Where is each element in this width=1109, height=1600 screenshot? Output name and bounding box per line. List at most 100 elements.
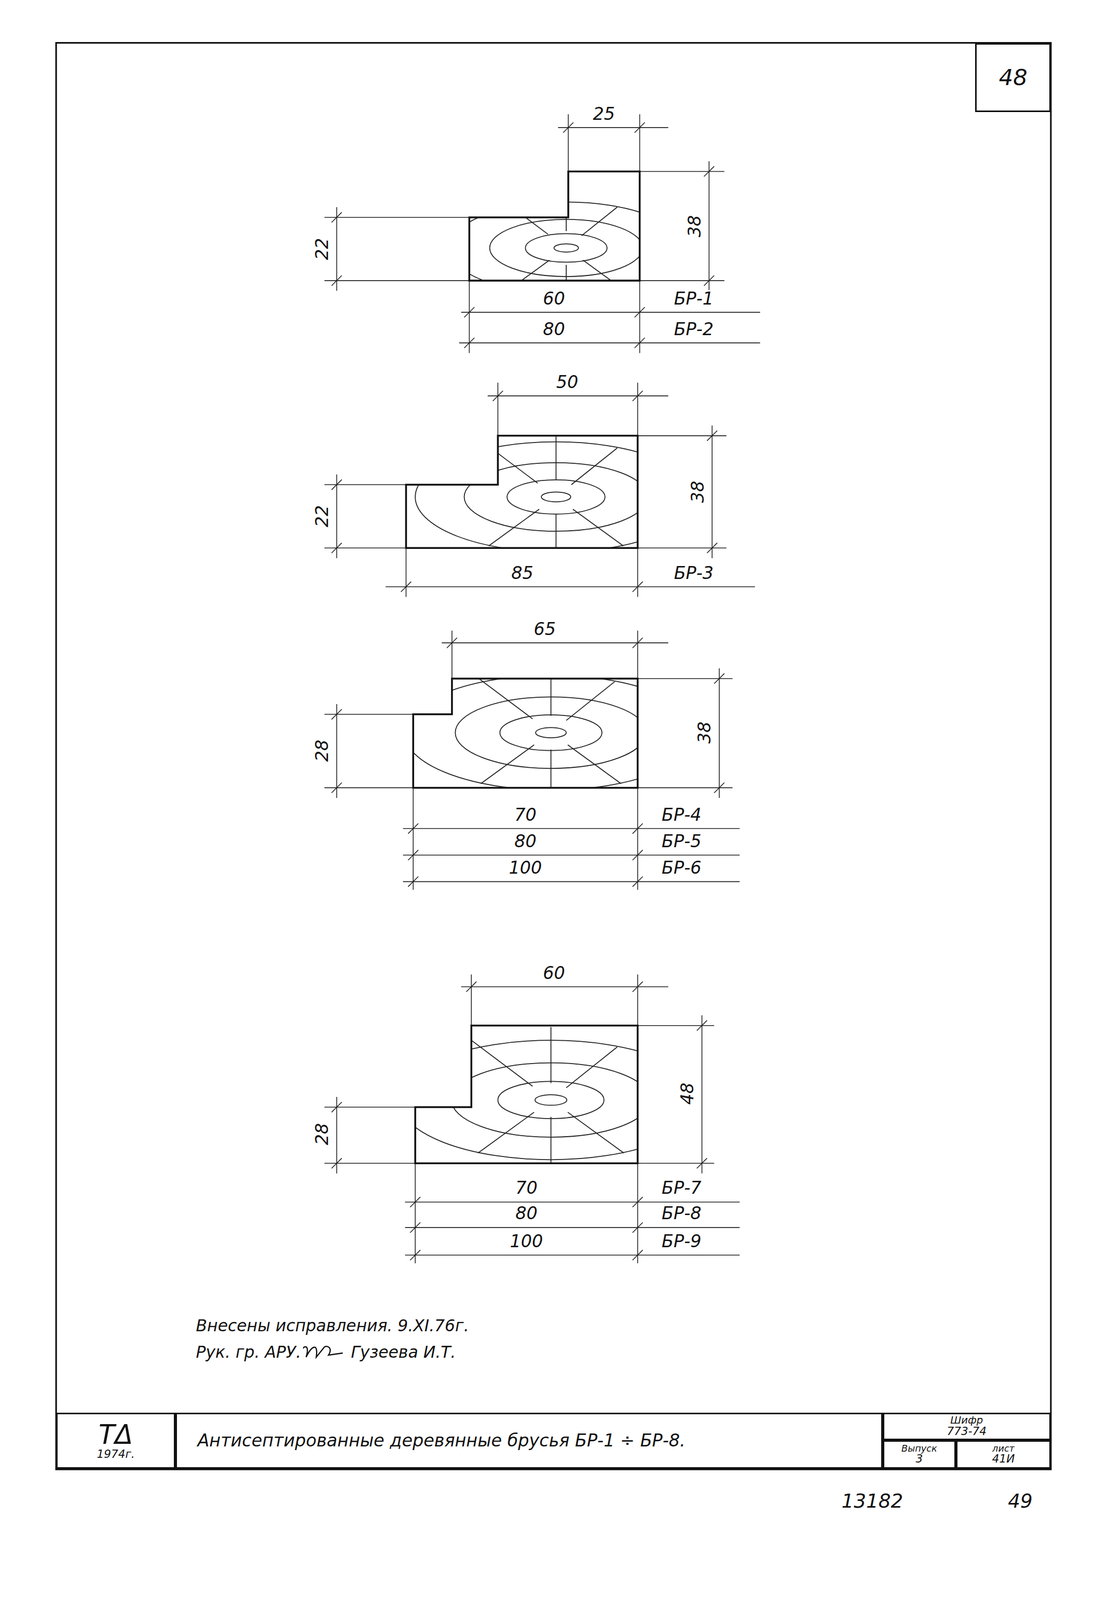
extension-line — [637, 678, 733, 680]
dimension-value: 80 — [513, 1205, 540, 1223]
part-mark: БР-7 — [659, 1180, 704, 1198]
part-mark: БР-2 — [672, 320, 716, 338]
dimension-value: 80 — [540, 320, 568, 338]
dimension-value: 22 — [313, 235, 332, 263]
grain-ray — [566, 1047, 618, 1089]
extension-line — [637, 787, 733, 789]
growth-ring — [525, 233, 607, 263]
extension-line — [637, 435, 727, 437]
dimension-value: 80 — [512, 832, 539, 851]
extension-line — [637, 1025, 715, 1027]
dimension-line — [403, 854, 741, 856]
cell-heading: лист — [992, 1444, 1015, 1455]
extension-line — [639, 280, 725, 282]
dimension-value: 65 — [531, 620, 559, 638]
extension-line — [412, 787, 414, 891]
extension-line — [324, 484, 406, 486]
extension-line — [637, 631, 639, 679]
grain-ray — [477, 1112, 535, 1154]
grain-ray — [567, 745, 622, 785]
sheet-cell: лист41И — [955, 1440, 1051, 1470]
dimension-line — [403, 828, 741, 830]
grain-ray — [555, 513, 557, 565]
grain-ray — [482, 442, 538, 484]
extension-line — [324, 714, 414, 716]
cell-heading: Шифр — [950, 1415, 983, 1427]
bar-section-br3 — [405, 435, 638, 549]
cell-heading: 48 — [998, 65, 1028, 90]
dimension-line — [459, 342, 761, 344]
grain-ray — [488, 509, 540, 546]
growth-ring — [535, 1094, 567, 1106]
grain-ray — [550, 749, 552, 804]
growth-ring — [499, 715, 602, 751]
dimension-line — [557, 127, 668, 129]
dimension-value: 28 — [313, 1121, 332, 1148]
extension-line — [414, 1163, 416, 1264]
sheet-number: 13182 — [839, 1491, 906, 1512]
extension-line — [637, 974, 639, 1026]
grain-ray — [550, 1027, 552, 1084]
growth-ring — [507, 480, 606, 515]
title-cell: Антисептированные деревянные брусья БР-1… — [175, 1413, 883, 1470]
extension-line — [637, 1163, 639, 1264]
sheet-frame — [56, 43, 1051, 1471]
dimension-value: 70 — [512, 806, 539, 824]
extension-line — [324, 547, 406, 549]
bar-section-br7-br9 — [415, 1025, 638, 1165]
grain-ray — [567, 1112, 624, 1154]
part-mark: БР-6 — [659, 859, 704, 877]
part-mark: БР-8 — [659, 1205, 704, 1223]
extension-line — [324, 1162, 416, 1165]
growth-ring — [541, 491, 571, 502]
dimension-line — [441, 642, 668, 644]
dimension-value: 38 — [696, 719, 714, 746]
dimension-line — [404, 1227, 740, 1229]
dimension-line — [708, 161, 710, 292]
grain-ray — [555, 429, 557, 481]
dimension-line — [701, 1015, 703, 1174]
part-mark: БР-4 — [659, 806, 704, 824]
grain-ray — [565, 192, 567, 232]
wood-grain — [448, 192, 684, 305]
dimension-value: 100 — [508, 1233, 546, 1251]
dimension-value: 50 — [554, 374, 581, 392]
sheet-number: 49 — [1005, 1491, 1035, 1512]
grain-ray — [550, 1117, 552, 1174]
extension-line — [637, 547, 727, 549]
dimension-value: 38 — [686, 213, 704, 240]
note-text: Внесены исправления. 9.XI.76г. — [194, 1318, 472, 1335]
cell-value: 1974г. — [97, 1448, 135, 1461]
dimension-line — [336, 207, 338, 291]
extension-line — [637, 1162, 715, 1165]
dimension-value: 60 — [540, 964, 568, 982]
extension-line — [567, 114, 569, 172]
dimension-value: 22 — [313, 503, 332, 530]
sheet-page-box: 48 — [975, 43, 1051, 113]
cell-heading: Антисептированные деревянные брусья БР-1… — [176, 1431, 686, 1450]
extension-line — [637, 382, 639, 436]
grain-ray — [474, 675, 533, 720]
grain-ray — [471, 1040, 533, 1087]
dimension-value: 100 — [507, 859, 545, 877]
dimension-line — [711, 425, 713, 559]
wood-grain — [404, 662, 698, 803]
part-mark: БР-9 — [659, 1233, 704, 1251]
dimension-line — [487, 395, 669, 397]
dimension-line — [336, 1097, 338, 1174]
growth-ring — [554, 243, 579, 253]
grain-ray — [571, 447, 618, 485]
note-text: Гузеева И.Т. — [348, 1344, 458, 1361]
grain-ray — [583, 260, 623, 290]
dimension-line — [404, 1201, 740, 1203]
extension-line — [639, 114, 641, 172]
wood-grain — [415, 429, 697, 565]
extension-line — [470, 974, 472, 1026]
dimension-value: 25 — [591, 105, 618, 123]
extension-line — [324, 280, 470, 282]
note-text: Рук. гр. АРУ. — [194, 1344, 304, 1361]
dimension-line — [718, 668, 720, 799]
cell-value: 3 — [915, 1453, 923, 1466]
dimension-value: 60 — [540, 290, 568, 308]
dimension-value: 85 — [509, 564, 536, 582]
